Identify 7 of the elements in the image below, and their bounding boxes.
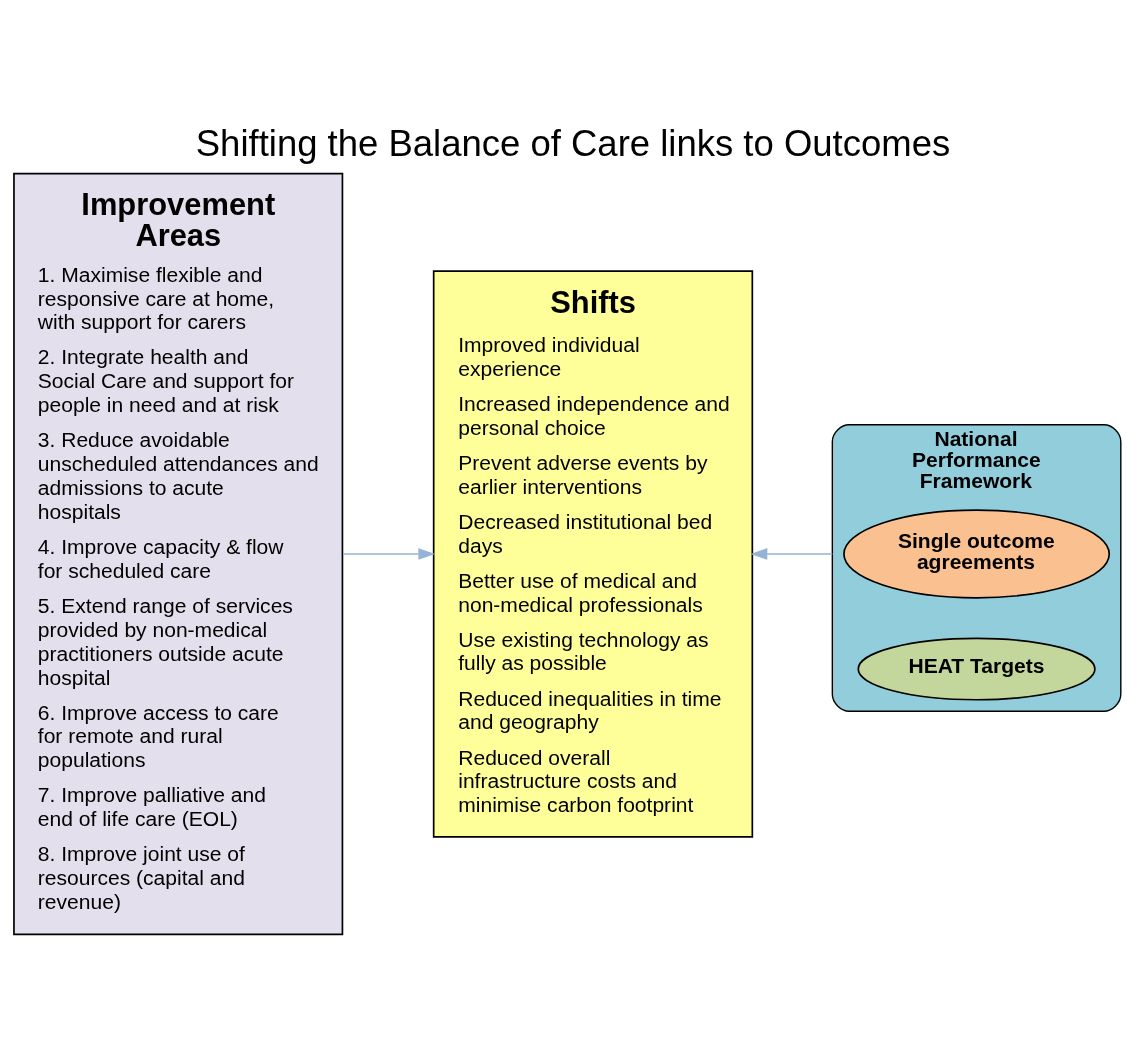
- arrow: [342, 547, 436, 560]
- arrow: [750, 547, 834, 560]
- node-ellipse: Single outcome agreements: [843, 508, 1111, 599]
- node-box: Shifts Improved individual experience Increased independence and personal choice Prevent adverse events by earlier interventions Decreased institutional bed days Better use of medical and non-medical professionals Use existing technology as fully as possible Reduced inequalities in time and geography Reduced overall infrastructure costs and minimise carbon footprint: [432, 269, 754, 838]
- node-ellipse: HEAT Targets: [857, 637, 1096, 701]
- diagram-title: Shifting the Balance of Care links to Outcomes: [195, 122, 951, 164]
- node-box: Improvement Areas 1. Maximise flexible and responsive care at home, with support for carers 2. Integrate health and Social Care and support for people in need and at risk 3. Reduce avoidable unscheduled attendances and admissions to acute hospitals 4. Improve capacity & flow for scheduled care 5. Extend range of services provided by non-medical practitioners outside acute hospital 6. Improve access to care for remote and rural populations 7. Improve palliative and end of life care (EOL) 8. Improve joint use of resources (capital and revenue): [13, 172, 344, 935]
